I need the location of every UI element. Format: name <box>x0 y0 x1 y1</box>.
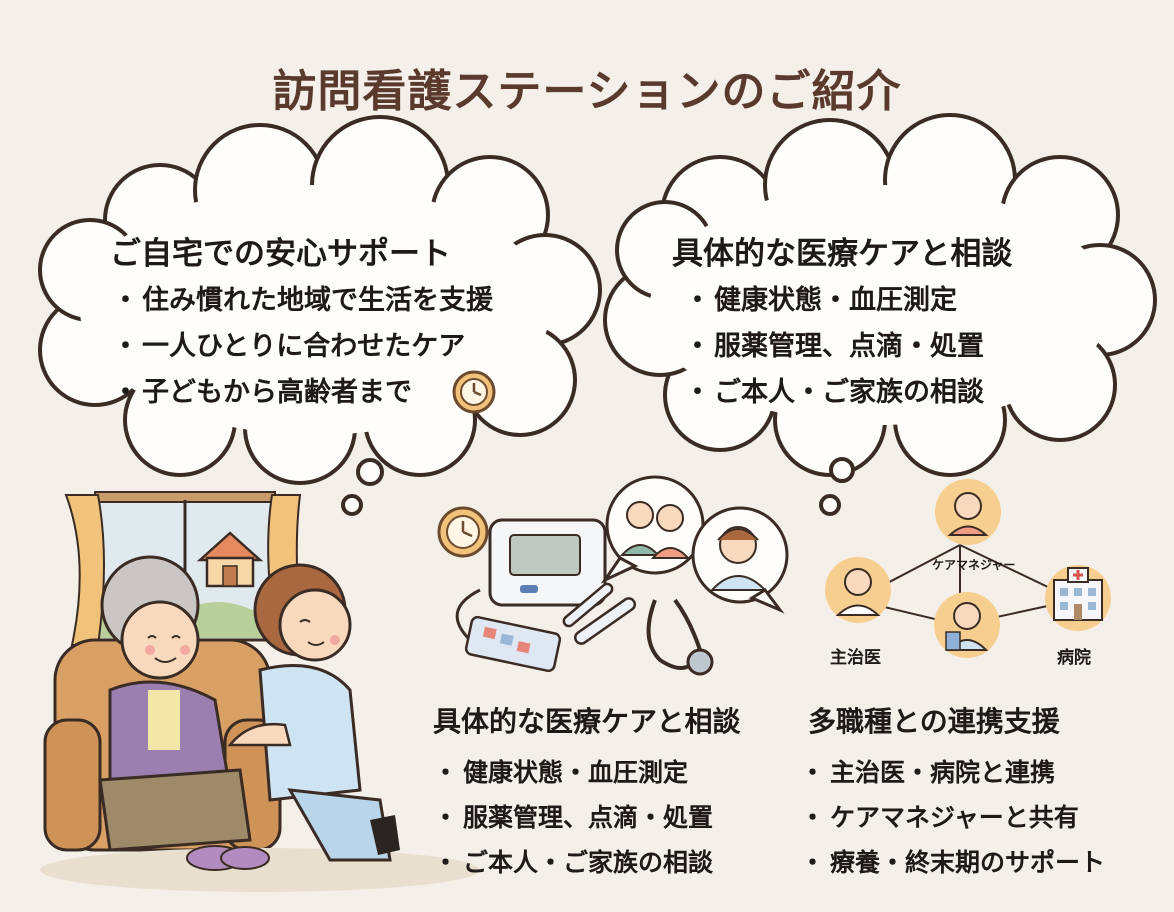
house-icon <box>196 531 264 588</box>
pill-case-icon <box>464 615 562 673</box>
thermometer-icon <box>562 582 637 645</box>
list-item: ・療養・終末期のサポート <box>800 848 1106 877</box>
list-item: ・健康状態・血圧測定 <box>433 758 689 787</box>
collaboration-heading: 多職種との連携支援 <box>808 705 1060 738</box>
left-cloud-heading: ご自宅での安心サポート <box>110 236 451 272</box>
medical-care-heading: 具体的な医療ケアと相談 <box>433 705 741 738</box>
list-item: ・住み慣れた地域で生活を支援 <box>112 285 493 316</box>
page-title: 訪問看護ステーションのご紹介 <box>272 66 902 117</box>
nurse-speech-bubble <box>691 506 789 614</box>
list-item: ・健康状態・血圧測定 <box>684 285 957 316</box>
hospital-building-icon <box>1045 565 1111 631</box>
blood-pressure-monitor-icon <box>455 518 607 642</box>
list-item: ・子どもから高齢者まで <box>112 377 412 408</box>
family-speech-bubble <box>600 475 705 584</box>
nurse-illustration <box>227 563 400 862</box>
list-item: ・ケアマネジャーと共有 <box>800 803 1079 832</box>
clock-icon <box>437 506 489 558</box>
right-cloud-heading: 具体的な医療ケアと相談 <box>672 236 1013 272</box>
left-cloud-list: ・住み慣れた地域で生活を支援 ・一人ひとりに合わせたケア ・子どもから高齢者まで <box>112 278 493 416</box>
list-item: ・服薬管理、点滴・処置 <box>433 803 714 832</box>
medical-care-list: ・健康状態・血圧測定 ・服薬管理、点滴・処置 ・ご本人・ご家族の相談 <box>433 750 713 885</box>
hospital-label: 病院 <box>1057 648 1091 668</box>
list-item: ・一人ひとりに合わせたケア <box>112 331 466 362</box>
list-item: ・主治医・病院と連携 <box>800 758 1056 787</box>
list-item: ・ご本人・ご家族の相談 <box>433 848 714 877</box>
right-thought-cloud <box>603 113 1157 516</box>
clock-icon <box>452 370 496 414</box>
left-thought-cloud <box>38 115 602 516</box>
collaboration-list: ・主治医・病院と連携 ・ケアマネジャーと共有 ・療養・終末期のサポート <box>800 750 1105 885</box>
right-cloud-list: ・健康状態・血圧測定 ・服薬管理、点滴・処置 ・ご本人・ご家族の相談 <box>684 278 984 416</box>
collaboration-network <box>825 479 1076 658</box>
doctor-label: 主治医 <box>830 648 881 668</box>
care-manager-label: ケアマネジャー <box>932 558 1016 572</box>
list-item: ・ご本人・ご家族の相談 <box>684 377 984 408</box>
elderly-woman-illustration <box>98 555 270 871</box>
stethoscope-icon <box>646 598 714 676</box>
list-item: ・服薬管理、点滴・処置 <box>684 331 984 362</box>
